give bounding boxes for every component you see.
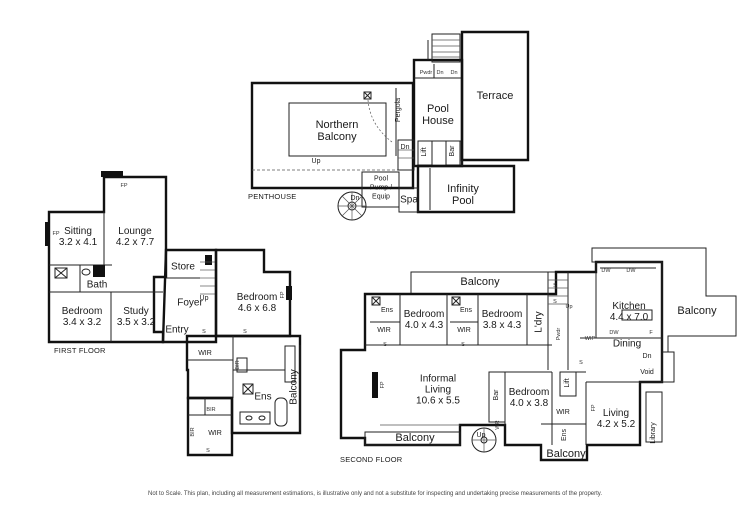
label-second-dw-3: DW [609,330,619,336]
label-second-balcony-top: Balcony [460,276,500,288]
label-void: Void [640,369,654,376]
label-first-fp-2: FP [120,183,128,189]
label-second-dw-1: DW [601,268,611,274]
label-penthouse-dn-1: Dn [400,144,410,151]
label-first-fp-1: FP [52,231,60,237]
label-first-up: Up [199,295,209,302]
label-second-up: Up [476,432,486,439]
label-dining: Dining [612,338,642,350]
label-first-bir-1: BIR [206,407,216,413]
label-second-up-2: Up [565,304,573,310]
label-entry: Entry [165,324,189,336]
label-first-s-1: S [202,329,206,335]
label-second-s-4: S [553,299,557,305]
label-northern-balcony: Northern Balcony [315,119,359,143]
label-first-bedroom-2: Bedroom 4.6 x 6.8 [236,292,278,314]
label-second-dw-2: DW [626,268,636,274]
first-floor-plan [45,171,302,457]
kitchen-island [621,309,653,321]
label-floor-penthouse: PENTHOUSE [248,192,297,201]
label-second-s-1: S [383,342,387,348]
first-wir-block [186,396,234,457]
label-first-bir-3: BIR [235,360,241,370]
label-terrace: Terrace [476,90,514,102]
penthouse-plan [250,30,530,221]
stair-well [431,33,461,63]
label-pool-pump: Pool Pump / Equip [369,175,393,201]
label-second-s-3: S [553,283,557,289]
label-first-fp-3: FP [280,291,286,299]
label-study: Study 3.5 x 3.2 [116,306,156,328]
label-penthouse-dn-3: Dn [350,195,360,202]
terrace-outline [460,30,530,162]
label-first-balcony: Balcony [288,369,300,405]
northern-balcony-inner [288,102,387,157]
label-bar: Bar [449,145,456,157]
foyer-outline [161,248,218,344]
label-second-ens-c: Ens [561,428,568,442]
label-second-balcony-bottom: Balcony [395,432,435,444]
label-spa: Spa [400,194,418,206]
label-first-wir-2: WIR [208,430,222,437]
label-store: Store [171,261,195,273]
label-pergola: Pergola [395,97,402,123]
label-second-s-5: S [579,360,583,366]
label-foyer: Foyer [177,297,203,309]
label-second-bedroom-b: Bedroom 3.8 x 4.3 [481,309,523,331]
label-first-bedroom-1: Bedroom 3.4 x 3.2 [61,306,103,328]
label-pool-house: Pool House [422,103,454,127]
label-floor-second: SECOND FLOOR [340,455,403,464]
label-second-bedroom-a: Bedroom 4.0 x 4.3 [403,309,445,331]
label-sitting: Sitting 3.2 x 4.1 [58,226,98,248]
label-second-balcony-right: Balcony [677,305,717,317]
label-penthouse-pwdr: Pwdr [419,70,433,76]
label-first-bir-2: BIR [190,427,196,437]
label-second-ens-a: Ens [380,307,394,314]
label-second-dn: Dn [642,353,652,360]
label-living: Living 4.2 x 5.2 [596,408,636,430]
label-second-s-2: S [461,342,465,348]
label-second-wir-b: WIR [457,327,471,334]
label-second-bedroom-c: Bedroom 4.0 x 3.8 [508,387,550,409]
label-first-wir-1: WIR [198,350,212,357]
label-lounge: Lounge 4.2 x 7.7 [115,226,155,248]
disclaimer: Not to Scale. This plan, including all m… [147,491,603,497]
label-penthouse-dn-4: Dn [450,70,458,76]
label-second-wir-a: WIR [377,327,391,334]
label-kitchen: Kitchen 4.4 x 7.0 [609,301,649,323]
label-penthouse-dn-2: Dn [436,70,444,76]
second-floor-outer [339,260,664,462]
label-second-pwdr: Pwdr [556,327,562,341]
label-second-ens-b: Ens [459,307,473,314]
label-second-f: F [649,330,653,336]
label-bath: Bath [86,279,108,291]
label-second-bar: Bar [493,389,500,401]
label-second-fp-1: FP [380,381,386,389]
label-second-balcony-bottom-right: Balcony [546,448,586,460]
label-second-lift: Lift [564,378,571,388]
label-penthouse-up: Up [311,158,321,165]
label-floor-first: FIRST FLOOR [54,346,106,355]
label-infinity-pool: Infinity Pool [447,183,479,207]
second-balcony-right [591,247,737,353]
label-second-wr: WR [495,420,501,430]
label-wip: WIP [584,336,596,342]
label-first-s-2: S [243,329,247,335]
label-library: Library [650,422,657,444]
second-balcony-bottom [364,431,461,446]
second-floor-plan [339,247,737,462]
label-first-s-3: S [206,448,210,454]
label-informal-living: Informal Living 10.6 x 5.5 [416,373,460,407]
label-second-wir-c: WIR [556,409,570,416]
label-first-ens: Ens [254,391,272,403]
label-lift: Lift [421,147,428,157]
label-second-ldry: L'dry [533,311,545,333]
pool-pump-outline [361,171,400,208]
label-second-fp-2: FP [591,404,597,412]
first-floor-outer-west [47,175,168,344]
